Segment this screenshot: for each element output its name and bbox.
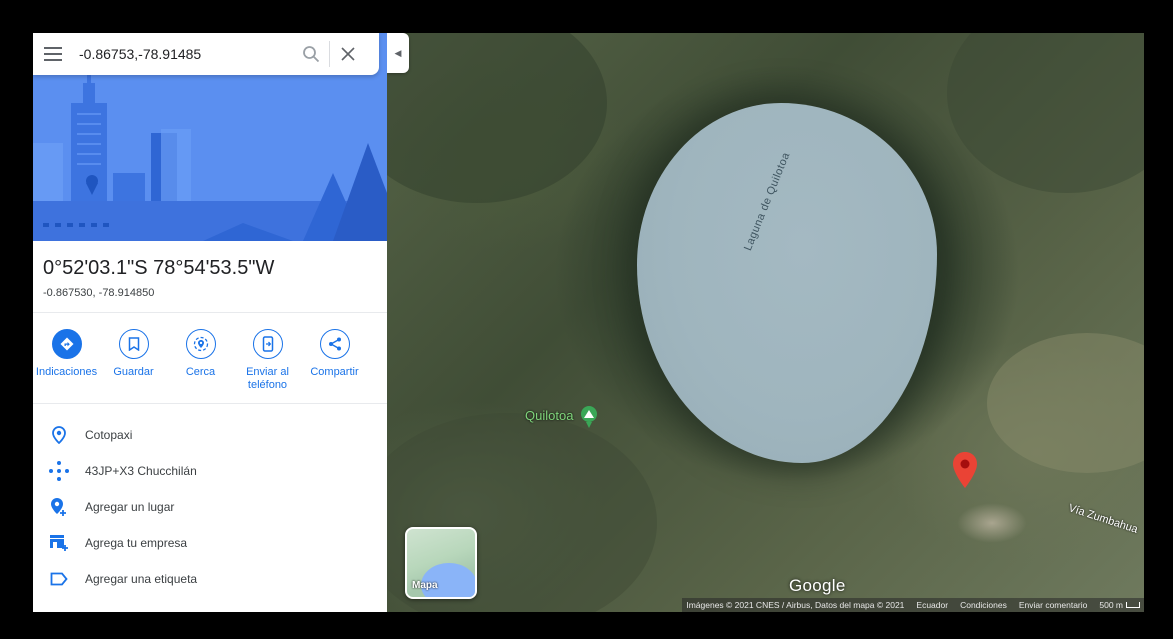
info-row-plus-code[interactable]: 43JP+X3 Chucchilán	[33, 453, 387, 489]
peak-label[interactable]: Quilotoa	[525, 408, 574, 423]
add-label-text: Agregar una etiqueta	[85, 572, 198, 586]
divider	[33, 403, 387, 404]
share-button[interactable]: Compartir	[301, 329, 368, 405]
plus-code-text: 43JP+X3 Chucchilán	[85, 464, 197, 478]
map-terrain	[987, 333, 1144, 473]
terms-link[interactable]: Condiciones	[960, 600, 1007, 610]
feedback-link[interactable]: Enviar comentario	[1018, 600, 1088, 610]
satellite-map[interactable]: Laguna de Quilotoa Quilotoa Vía Zumbahua…	[387, 33, 1144, 612]
collapse-panel-button[interactable]: ◀	[387, 33, 409, 73]
send-to-phone-icon	[252, 329, 283, 359]
crater-lake	[637, 103, 937, 463]
map-scale[interactable]: 500 m	[1099, 600, 1140, 610]
directions-icon	[51, 329, 82, 359]
close-icon[interactable]	[330, 33, 366, 75]
maps-window: Laguna de Quilotoa Quilotoa Vía Zumbahua…	[33, 33, 1144, 612]
save-button[interactable]: Guardar	[100, 329, 167, 405]
caret-left-icon: ◀	[394, 47, 402, 58]
region-text: Cotopaxi	[85, 428, 133, 442]
share-label: Compartir	[310, 366, 359, 378]
search-box	[33, 33, 379, 75]
info-row-add-place[interactable]: Agregar un lugar	[33, 489, 387, 525]
side-panel: 0°52'03.1"S 78°54'53.5"W -0.867530, -78.…	[33, 33, 387, 612]
map-terrain	[387, 33, 607, 203]
search-input[interactable]	[77, 45, 293, 63]
country-link[interactable]: Ecuador	[916, 600, 949, 610]
layer-toggle-label: Mapa	[412, 580, 438, 591]
location-pin-icon	[33, 426, 85, 444]
send-to-phone-label: Enviar al teléfono	[246, 366, 289, 391]
scale-bar	[1126, 602, 1140, 608]
share-icon	[319, 329, 350, 359]
map-pin-icon[interactable]	[953, 452, 977, 488]
plus-code-icon	[33, 460, 85, 482]
road-label: Vía Zumbahua	[1066, 502, 1140, 536]
search-icon[interactable]	[293, 33, 329, 75]
info-row-add-business[interactable]: Agrega tu empresa	[33, 525, 387, 561]
nearby-label: Cerca	[185, 366, 216, 378]
search-divider	[329, 41, 330, 67]
bookmark-icon	[118, 329, 149, 359]
save-label: Guardar	[113, 366, 154, 378]
layer-toggle[interactable]: Mapa	[405, 527, 477, 599]
imagery-attribution: Imágenes © 2021 CNES / Airbus, Datos del…	[686, 600, 905, 610]
nearby-button[interactable]: Cerca	[167, 329, 234, 405]
place-title: 0°52'03.1"S 78°54'53.5"W	[43, 257, 275, 279]
add-place-text: Agregar un lugar	[85, 500, 175, 514]
place-info-list: Cotopaxi 43JP+X3 Chucchilán Agregar un l…	[33, 417, 387, 597]
info-row-region: Cotopaxi	[33, 417, 387, 453]
place-coordinates: -0.867530, -78.914850	[43, 287, 155, 299]
mountain-icon[interactable]	[581, 406, 597, 428]
map-terrain	[947, 33, 1144, 193]
scale-label: 500 m	[1099, 600, 1123, 610]
label-icon	[33, 572, 85, 586]
action-bar: Indicaciones Guardar Cerca Enviar al tel…	[33, 329, 387, 405]
directions-button[interactable]: Indicaciones	[33, 329, 100, 405]
google-logo: Google	[789, 576, 846, 595]
info-row-add-label[interactable]: Agregar una etiqueta	[33, 561, 387, 597]
nearby-icon	[185, 329, 216, 359]
add-business-icon	[33, 534, 85, 552]
divider	[33, 312, 387, 313]
menu-icon[interactable]	[33, 33, 73, 75]
add-place-icon	[33, 497, 85, 517]
map-footer: Imágenes © 2021 CNES / Airbus, Datos del…	[682, 598, 1144, 612]
directions-label: Indicaciones	[35, 366, 98, 378]
add-business-text: Agrega tu empresa	[85, 536, 188, 550]
layer-preview	[421, 563, 475, 597]
send-to-phone-button[interactable]: Enviar al teléfono	[234, 329, 301, 405]
town-area	[957, 503, 1027, 543]
